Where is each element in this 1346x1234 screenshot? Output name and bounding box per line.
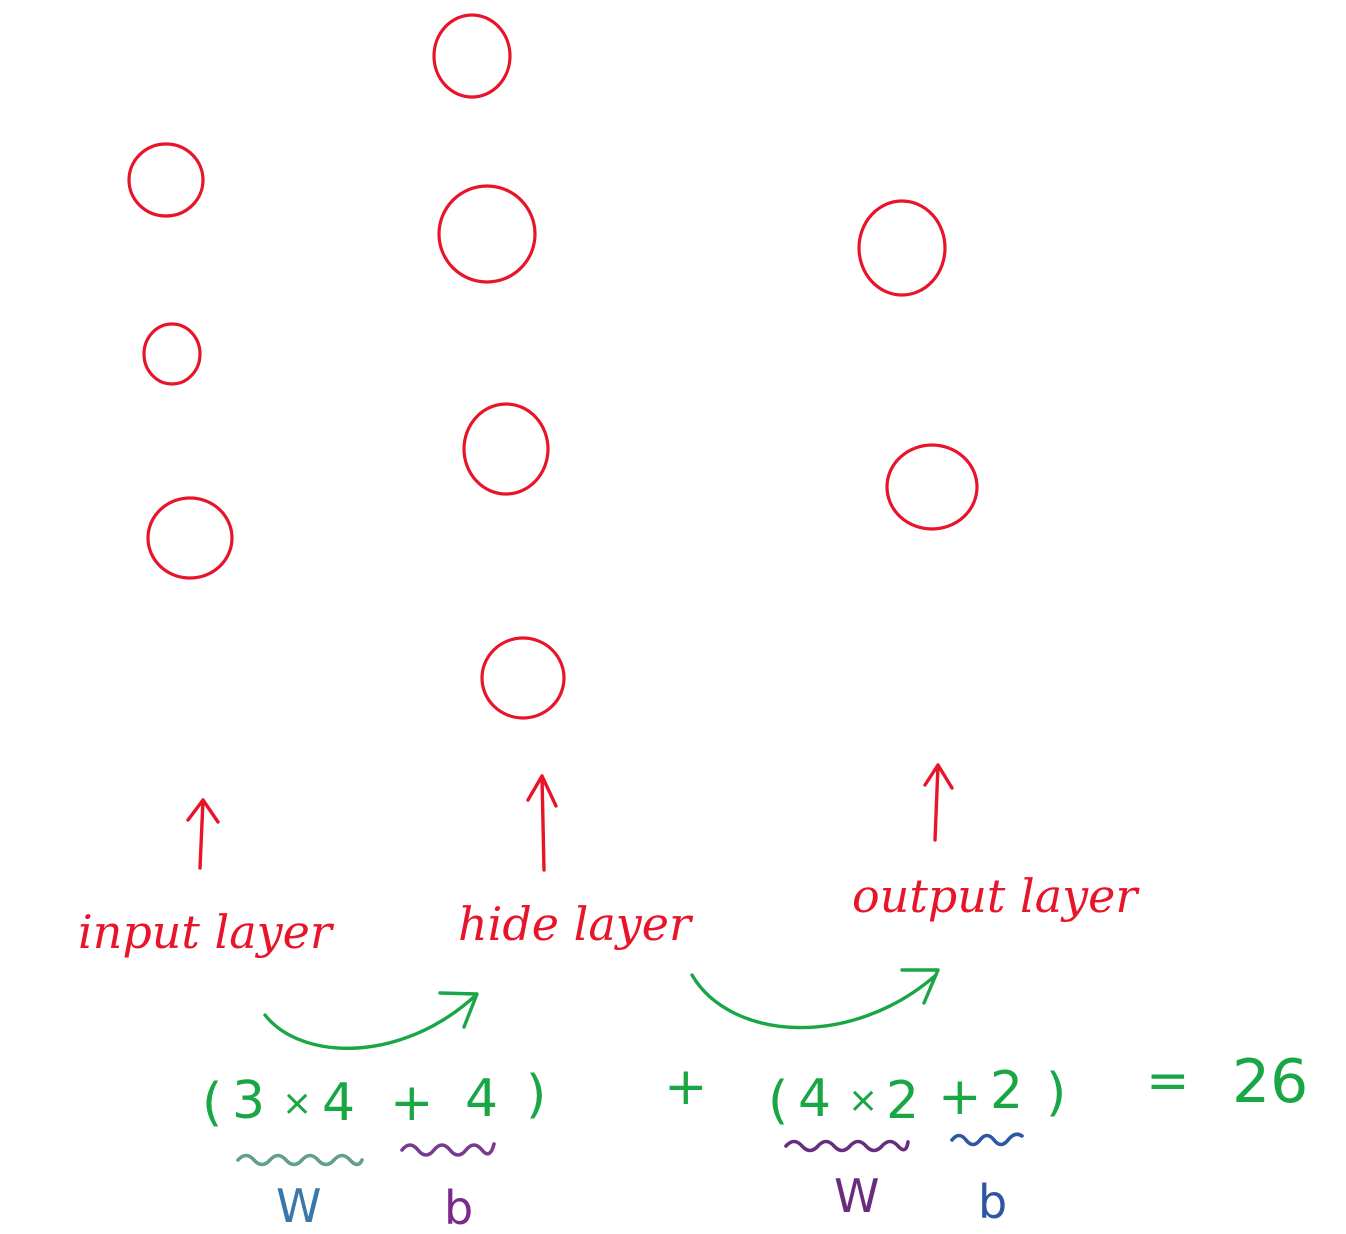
input-up-arrow bbox=[186, 798, 220, 870]
up-arrows bbox=[186, 763, 954, 872]
wavy-underlines bbox=[236, 1132, 1024, 1167]
input-to-hidden-arrow bbox=[263, 991, 479, 1051]
layer-labels: input layer hide layer output layer bbox=[78, 869, 1140, 959]
annotation-w1: W bbox=[276, 1179, 321, 1233]
wavy-underline-w2 bbox=[784, 1139, 910, 1153]
hidden-node-4 bbox=[480, 636, 566, 720]
annotation-b1: b bbox=[444, 1181, 473, 1234]
hidden-to-output-arrow bbox=[690, 968, 940, 1030]
term2-a: 4 bbox=[798, 1069, 831, 1129]
annotation-w2: W bbox=[834, 1169, 879, 1223]
output-node-2 bbox=[885, 443, 979, 531]
hidden-layer-nodes bbox=[432, 13, 566, 720]
term1-times: × bbox=[282, 1083, 312, 1124]
parameter-equation: ( 3 × 4 + 4 ) + ( 4 × 2 + 2 ) = 26 bbox=[202, 1047, 1308, 1133]
input-node-3 bbox=[146, 496, 234, 580]
output-up-arrow bbox=[923, 763, 954, 842]
hidden-node-2 bbox=[437, 184, 537, 284]
term2-times: × bbox=[848, 1080, 878, 1121]
output-layer-nodes bbox=[857, 199, 979, 531]
input-layer-nodes bbox=[127, 142, 234, 580]
annotation-b2: b bbox=[978, 1175, 1007, 1229]
joiner-plus: + bbox=[664, 1057, 708, 1117]
wavy-underline-w1 bbox=[236, 1153, 364, 1167]
transition-arrows bbox=[263, 968, 940, 1051]
output-node-1 bbox=[857, 199, 947, 297]
input-node-2 bbox=[142, 322, 202, 386]
hidden-layer-label: hide layer bbox=[458, 897, 694, 951]
term1-close-paren: ) bbox=[526, 1065, 546, 1125]
wb-annotations: W b W b bbox=[276, 1169, 1007, 1234]
output-layer-label: output layer bbox=[852, 869, 1140, 923]
result-value: 26 bbox=[1232, 1047, 1308, 1117]
term1-c: 4 bbox=[465, 1069, 498, 1129]
input-layer-label: input layer bbox=[78, 905, 335, 959]
hidden-up-arrow bbox=[526, 774, 558, 872]
term2-close-paren: ) bbox=[1046, 1063, 1066, 1123]
hidden-node-1 bbox=[432, 13, 512, 99]
term2-plus: + bbox=[938, 1067, 982, 1127]
term1-plus: + bbox=[390, 1073, 434, 1133]
term1-a: 3 bbox=[232, 1071, 265, 1131]
equals-sign: = bbox=[1146, 1051, 1190, 1111]
wavy-underline-b1 bbox=[400, 1142, 496, 1157]
term2-c: 2 bbox=[990, 1061, 1023, 1121]
term2-b: 2 bbox=[886, 1071, 919, 1131]
term2-open-paren: ( bbox=[768, 1071, 788, 1131]
input-node-1 bbox=[127, 142, 205, 218]
wavy-underline-b2 bbox=[950, 1132, 1024, 1147]
term1-b: 4 bbox=[322, 1073, 355, 1133]
hidden-node-3 bbox=[462, 402, 550, 496]
term1-open-paren: ( bbox=[202, 1073, 222, 1133]
